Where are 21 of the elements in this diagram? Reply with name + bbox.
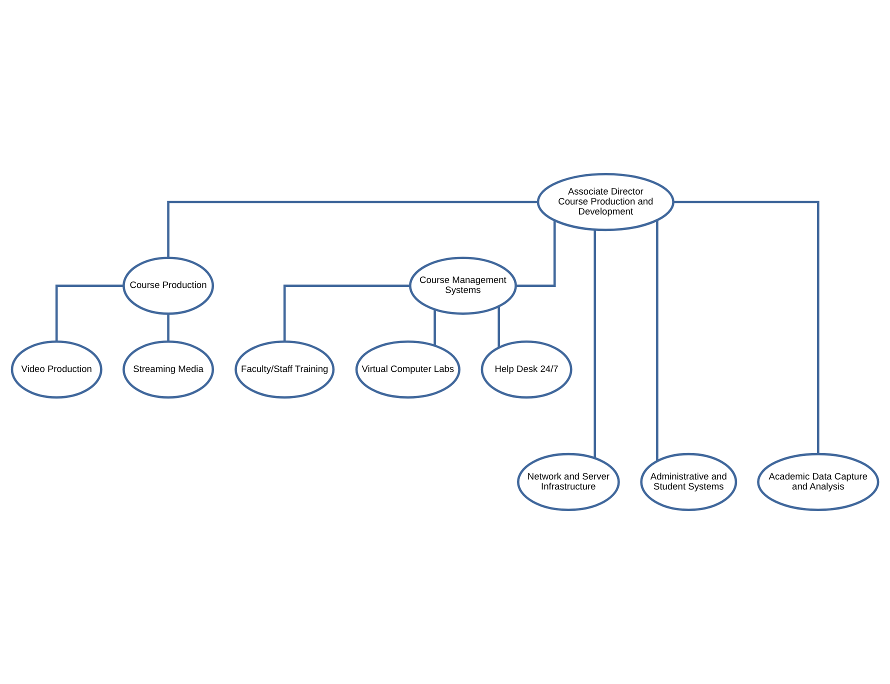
node-ellipse: Faculty/Staff Training: [234, 340, 335, 399]
node-ellipse: Streaming Media: [122, 340, 214, 399]
node-ellipse: Academic Data Capture and Analysis: [757, 452, 880, 512]
node-ellipse: Associate Director Course Production and Development: [536, 172, 674, 232]
node-ellipse: Video Production: [10, 340, 102, 399]
node-ellipse: Course Management Systems: [408, 256, 517, 315]
node-ellipse: Administrative and Student Systems: [640, 452, 738, 512]
connector: [283, 284, 410, 342]
node-ellipse: Network and Server Infrastructure: [517, 452, 620, 512]
connector: [594, 230, 596, 458]
connector: [434, 310, 436, 346]
node-ellipse: Course Production: [122, 256, 214, 315]
connector: [167, 200, 538, 258]
connector: [167, 314, 170, 342]
node-ellipse: Help Desk 24/7: [480, 340, 572, 399]
connector: [656, 220, 658, 461]
connector: [516, 220, 556, 287]
connector: [498, 306, 500, 348]
connector: [55, 284, 124, 342]
connector: [674, 200, 820, 454]
node-ellipse: Virtual Computer Labs: [355, 340, 460, 399]
